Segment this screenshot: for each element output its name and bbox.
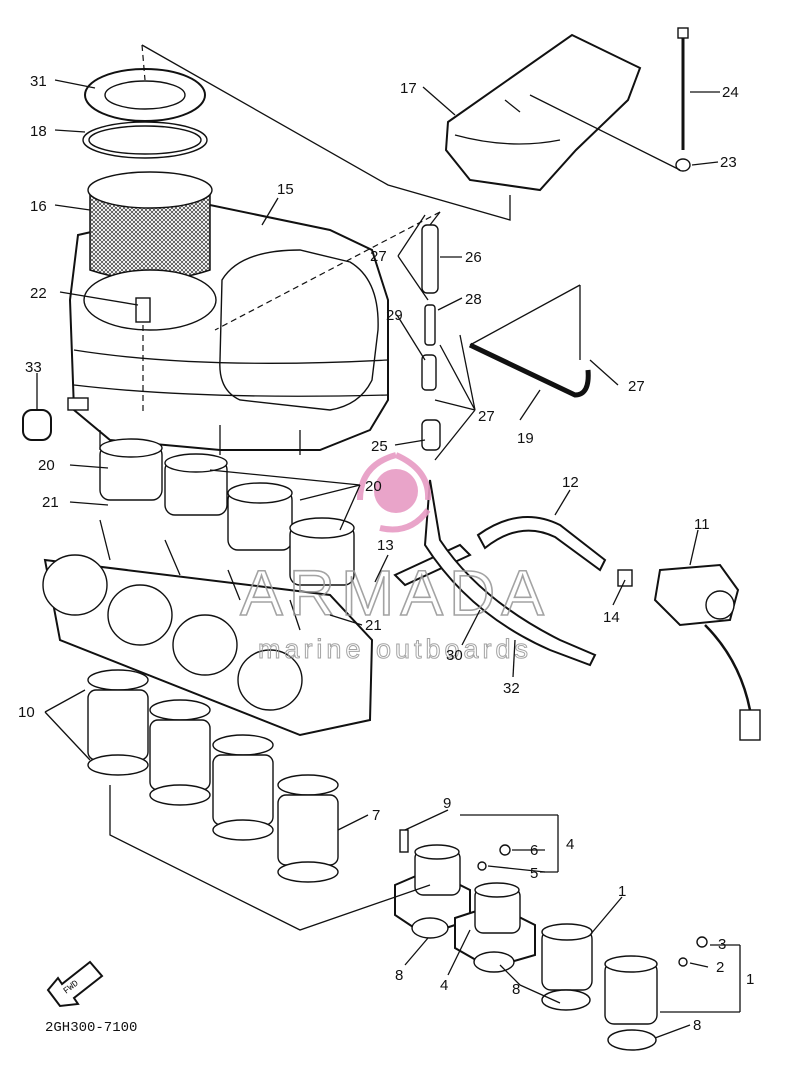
callout-21-right: 21 xyxy=(365,617,382,634)
hose-28 xyxy=(424,304,436,346)
callout-9: 9 xyxy=(443,795,451,812)
callout-24: 24 xyxy=(722,84,739,101)
callout-labels: 31 18 16 15 22 33 20 21 20 21 10 17 24 2… xyxy=(18,73,754,1034)
manifold-4-right xyxy=(454,882,536,973)
callout-15: 15 xyxy=(277,181,294,198)
callout-1-top: 1 xyxy=(618,883,626,900)
fwd-arrow: FWD xyxy=(46,960,104,1008)
damper-33 xyxy=(22,409,52,441)
callout-25: 25 xyxy=(371,438,388,455)
callout-12: 12 xyxy=(562,474,579,491)
case-drain-plug xyxy=(67,397,89,411)
callout-11: 11 xyxy=(694,516,710,533)
carb-joints xyxy=(87,669,339,883)
callout-7: 7 xyxy=(372,807,380,824)
manifold-4-left xyxy=(394,844,471,939)
hose-12 xyxy=(476,516,607,572)
screw-3 xyxy=(696,936,708,948)
manifold-1-right xyxy=(604,955,658,1051)
watermark: ARMADA marine outboards xyxy=(239,452,550,665)
callout-21: 21 xyxy=(42,494,59,511)
callout-20-right: 20 xyxy=(365,478,382,495)
callout-4-top: 4 xyxy=(566,836,574,853)
fuel-pump-11 xyxy=(617,563,761,741)
manifold-1-left xyxy=(541,923,593,1011)
callout-28: 28 xyxy=(465,291,482,308)
hose-29 xyxy=(421,354,437,391)
valve-25 xyxy=(421,419,441,451)
callout-20: 20 xyxy=(38,457,55,474)
callout-29: 29 xyxy=(386,307,403,324)
part-code: 2GH300-7100 xyxy=(45,1020,137,1036)
intake-manifolds xyxy=(394,829,708,1051)
callout-22: 22 xyxy=(30,285,47,302)
callout-31: 31 xyxy=(30,73,47,90)
callout-6: 6 xyxy=(530,842,538,859)
bolt-9 xyxy=(399,829,409,853)
callout-32: 32 xyxy=(503,680,520,697)
callout-27-right: 27 xyxy=(628,378,645,395)
callout-1-right: 1 xyxy=(746,971,754,988)
washer-5 xyxy=(477,861,487,871)
watermark-logo xyxy=(374,469,418,513)
air-cleaner-cover xyxy=(219,249,379,411)
intake-duct-17 xyxy=(444,33,642,192)
callout-10: 10 xyxy=(18,704,35,721)
callout-3: 3 xyxy=(718,936,726,953)
screw-22 xyxy=(135,297,151,323)
callout-4-bottom: 4 xyxy=(440,977,448,994)
watermark-subtitle: marine outboards xyxy=(258,634,532,664)
washer-2 xyxy=(678,957,688,967)
callout-18: 18 xyxy=(30,123,47,140)
callout-33: 33 xyxy=(25,359,42,376)
callout-13: 13 xyxy=(377,537,394,554)
callout-2: 2 xyxy=(716,959,724,976)
hose-30 xyxy=(423,479,597,667)
nut-23 xyxy=(675,158,691,172)
bolt-24 xyxy=(675,27,691,172)
air-cleaner-joints xyxy=(99,438,355,586)
clip-14 xyxy=(617,569,633,587)
callout-19: 19 xyxy=(517,430,534,447)
callout-27-top: 27 xyxy=(370,248,387,265)
air-cleaner-assembly xyxy=(22,68,389,586)
callout-27-mid: 27 xyxy=(478,408,495,425)
callout-5: 5 xyxy=(530,865,538,882)
breather-hoses xyxy=(393,224,607,667)
callout-17: 17 xyxy=(400,80,417,97)
callout-23: 23 xyxy=(720,154,737,171)
callout-26: 26 xyxy=(465,249,482,266)
callout-30: 30 xyxy=(446,647,463,664)
hose-26 xyxy=(421,224,439,294)
callout-14: 14 xyxy=(603,609,620,626)
callout-8-right: 8 xyxy=(693,1017,701,1034)
screw-6 xyxy=(499,844,511,856)
callout-16: 16 xyxy=(30,198,47,215)
callout-8-left: 8 xyxy=(395,967,403,984)
carburetor-assembly xyxy=(42,519,374,737)
watermark-title: ARMADA xyxy=(240,557,550,629)
leader-lines xyxy=(36,44,741,1039)
callout-8-mid: 8 xyxy=(512,981,520,998)
